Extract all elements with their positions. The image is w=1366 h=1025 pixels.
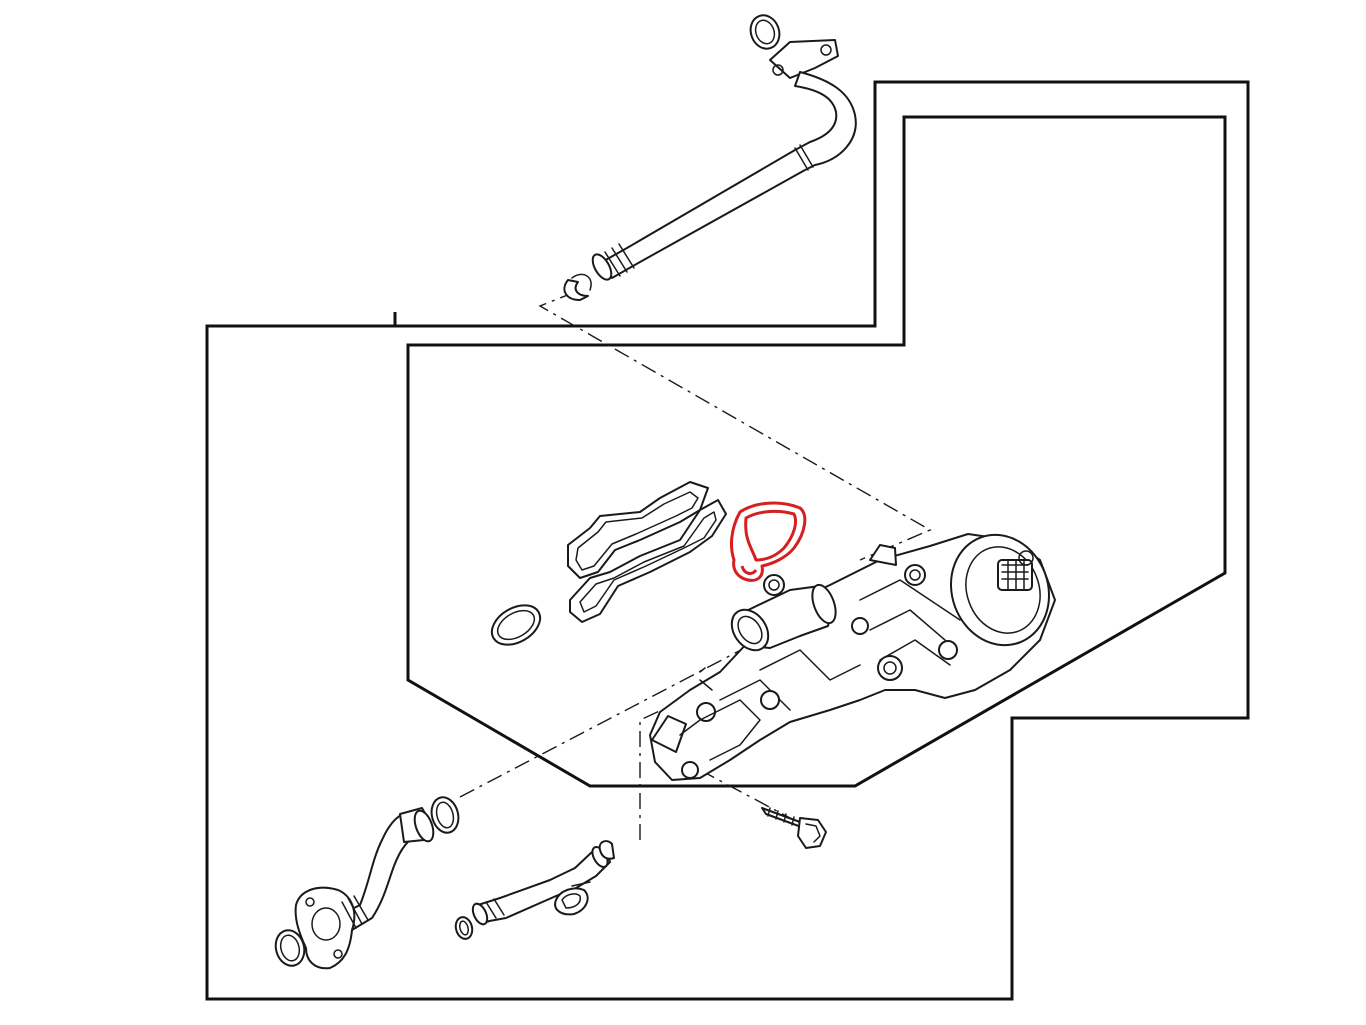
inner-subassembly-frame bbox=[406, 115, 1227, 788]
outer-assembly-frame bbox=[205, 80, 1250, 1001]
small-pipe-o-ring-icon bbox=[454, 916, 474, 940]
small-coolant-pipe-icon bbox=[471, 846, 611, 926]
gasket-icon bbox=[730, 501, 807, 582]
assembly-line-lower bbox=[459, 639, 761, 798]
oil-cooler-gasket-small-icon bbox=[569, 499, 727, 623]
assembly-line-upper bbox=[538, 291, 932, 561]
assembly-line-bolt bbox=[699, 769, 791, 819]
bolt-icon bbox=[761, 807, 827, 849]
upper-coolant-pipe-icon bbox=[591, 14, 857, 281]
flange-o-ring-icon bbox=[274, 929, 306, 967]
o-ring-seal-icon bbox=[490, 604, 542, 646]
lower-coolant-pipe-icon bbox=[294, 807, 435, 970]
upper-pipe-seal-ring-icon bbox=[563, 273, 592, 301]
oil-filter-housing-icon bbox=[649, 533, 1056, 781]
small-pipe-clip-icon bbox=[598, 840, 615, 860]
lower-pipe-o-ring-icon bbox=[430, 796, 460, 834]
